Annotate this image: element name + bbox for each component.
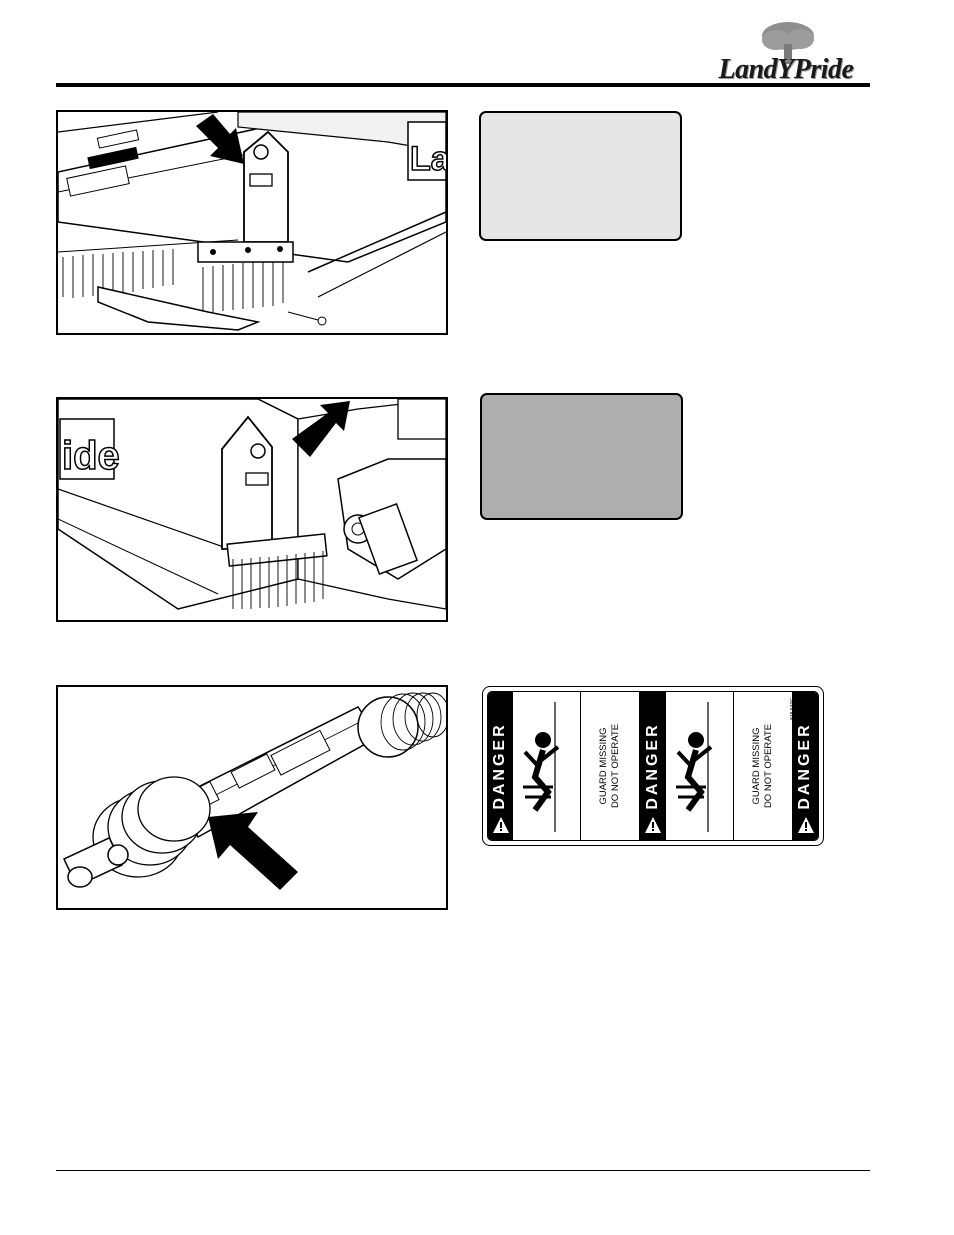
guard-missing-text: GUARD MISSING DO NOT OPERATE (598, 724, 622, 808)
callout-box-2 (480, 393, 683, 520)
warning-triangle-icon (645, 817, 662, 833)
landpride-logo: LandYPride (700, 20, 872, 85)
callout-box-1 (479, 111, 682, 241)
warning-triangle-icon (797, 817, 814, 833)
entanglement-panel (666, 692, 734, 840)
warning-text-panel: GUARD MISSING DO NOT OPERATE (581, 692, 641, 840)
danger-word: DANGER (491, 722, 509, 810)
warning-text-panel: GUARD MISSING DO NOT OPERATE 818-540C (734, 692, 796, 840)
guard-missing-text: GUARD MISSING DO NOT OPERATE (751, 724, 775, 808)
entanglement-figure-icon (675, 702, 712, 832)
svg-text:La: La (410, 140, 446, 178)
warning-line-1: GUARD MISSING (750, 727, 762, 805)
danger-panel: DANGER (640, 692, 666, 840)
tree-icon (762, 22, 814, 64)
figure-driveline-shield (56, 685, 448, 910)
danger-panel: DANGER (792, 692, 818, 840)
warning-triangle-icon (493, 817, 509, 833)
warning-line-2: DO NOT OPERATE (762, 723, 774, 809)
danger-word: DANGER (796, 722, 814, 810)
figure-guard-latch-front: La (56, 110, 448, 335)
warning-line-1: GUARD MISSING (598, 727, 610, 805)
entanglement-panel (513, 692, 582, 840)
danger-decal: DANGER GUARD MISSING DO NOT OPERATE DANG… (482, 686, 824, 846)
danger-panel: DANGER (488, 692, 514, 840)
warning-line-2: DO NOT OPERATE (610, 723, 622, 809)
entanglement-figure-icon (523, 702, 560, 832)
danger-word: DANGER (643, 722, 661, 810)
logo-text: LandYPride (718, 54, 855, 85)
svg-text:ide: ide (62, 434, 120, 478)
figure-guard-latch-rear: ide (56, 397, 448, 622)
header-rule (56, 83, 870, 87)
footer-rule (56, 1170, 870, 1171)
